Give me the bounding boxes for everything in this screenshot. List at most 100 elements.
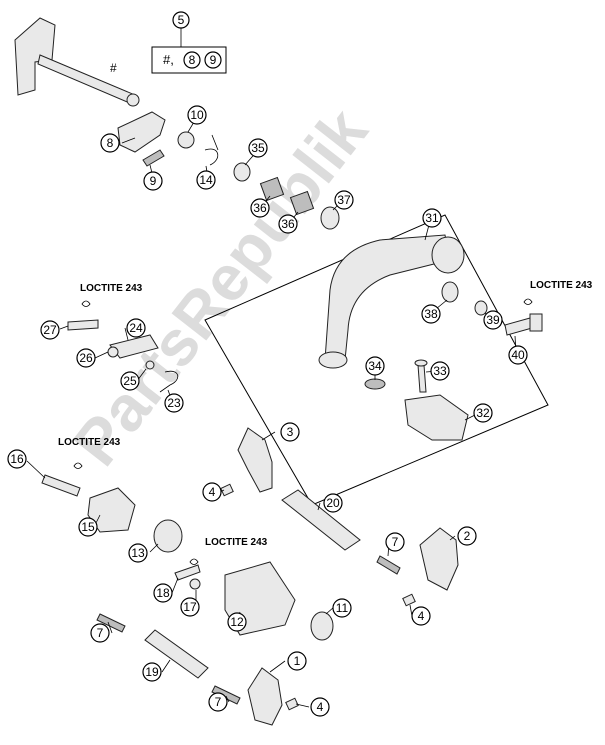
callout-10: 10: [187, 105, 207, 125]
shift-rail-19: [144, 629, 209, 679]
screw-27: [67, 319, 99, 331]
callout-40: 40: [508, 345, 528, 365]
callout-number: 35: [251, 141, 265, 155]
callout-27: 27: [40, 320, 60, 340]
callout-9: 9: [143, 171, 163, 191]
svg-text:LOCTITE 243: LOCTITE 243: [205, 537, 268, 548]
callout-18: 18: [153, 583, 173, 603]
roller-4-bottom: [285, 697, 299, 711]
callout-number: 32: [476, 406, 490, 420]
spring-9: [142, 149, 165, 167]
callout-number: 36: [281, 217, 295, 231]
callout-25: 25: [120, 371, 140, 391]
callout-number: 7: [97, 626, 104, 640]
loctite-note-middle-left: LOCTITE 243: [58, 437, 121, 469]
callout-number: 18: [156, 586, 170, 600]
callout-number: 10: [190, 108, 204, 122]
shift-fork-2: [419, 527, 459, 591]
callout-38: 38: [421, 304, 441, 324]
shift-rail-20: [281, 489, 361, 551]
callout-number: 27: [43, 323, 57, 337]
callout-number: 4: [317, 700, 324, 714]
callout-number: 15: [81, 520, 95, 534]
needle-bearing-36b: [289, 190, 315, 216]
callout-13: 13: [128, 543, 148, 563]
callout-33: 33: [430, 361, 450, 381]
shift-drum-locating-15: [87, 487, 136, 533]
roller-10: [177, 131, 195, 149]
shift-lever-pedal-base: [318, 351, 348, 369]
callout-23: 23: [164, 393, 184, 413]
pin-33: [417, 364, 427, 393]
callout-number: 16: [10, 452, 24, 466]
callout-number: 14: [199, 173, 213, 187]
bearing-13: [153, 519, 183, 553]
bolt-40: [504, 317, 533, 336]
spring-7-lower: [211, 685, 241, 705]
callout-number: 24: [129, 321, 143, 335]
callout-3: 3: [280, 422, 300, 442]
roller-4-top: [220, 483, 234, 497]
callout-8: 8: [100, 133, 120, 153]
return-spring-14: [204, 134, 219, 166]
callout-number: 25: [123, 374, 137, 388]
shaft-marker: #: [110, 61, 117, 75]
callout-number: 34: [368, 359, 382, 373]
pin-33-head: [414, 359, 428, 367]
washer-17: [189, 578, 201, 590]
svg-text:8: 8: [189, 53, 196, 67]
spring-7-middle: [376, 555, 401, 575]
callout-7: 7: [90, 623, 110, 643]
needle-bearing-36a: [259, 176, 285, 202]
callout-number: 19: [145, 665, 159, 679]
spring-7-upper-left: [96, 613, 126, 633]
callout-12: 12: [227, 612, 247, 632]
callout-35: 35: [248, 138, 268, 158]
callout-number: 3: [287, 425, 294, 439]
callout-34: 34: [365, 356, 385, 376]
callout-20: 20: [323, 493, 343, 513]
callout-number: 31: [425, 211, 439, 225]
callout-number: 26: [79, 351, 93, 365]
callout-2: 2: [457, 526, 477, 546]
callout-number: 8: [107, 136, 114, 150]
bolt-40-head: [529, 313, 543, 332]
svg-text:LOCTITE 243: LOCTITE 243: [530, 280, 593, 291]
svg-text:LOCTITE 243: LOCTITE 243: [58, 437, 121, 448]
loctite-note-upper-right: LOCTITE 243: [523, 280, 593, 305]
locking-plate-18: [174, 564, 201, 581]
callout-number: 20: [326, 496, 340, 510]
roller-4-middle: [402, 593, 416, 607]
callout-24: 24: [126, 318, 146, 338]
callout-number: 11: [336, 601, 349, 615]
shift-fork-3: [237, 427, 273, 493]
kit-contents-hash: #,: [163, 52, 174, 67]
callout-7: 7: [208, 692, 228, 712]
callout-number: 9: [150, 174, 157, 188]
callout-16: 16: [7, 449, 27, 469]
callout-4: 4: [310, 697, 330, 717]
callout-4: 4: [202, 482, 222, 502]
shift-lever-hub: [431, 236, 465, 274]
callout-number: 38: [424, 307, 438, 321]
washer-38: [441, 281, 459, 303]
shift-tip-32: [404, 394, 469, 441]
bushing-26: [107, 346, 119, 358]
callout-1: 1: [287, 651, 307, 671]
callout-number: 17: [183, 600, 197, 614]
callout-4: 4: [411, 606, 431, 626]
callout-number: 4: [209, 485, 216, 499]
shift-fork-1: [247, 667, 283, 726]
bearing-11: [310, 611, 334, 641]
callout-number: 39: [486, 313, 500, 327]
kit-callout-5: 5: [172, 11, 190, 29]
callout-number: 23: [167, 396, 181, 410]
kit-contents-8: 8: [183, 51, 201, 69]
loctite-note-lower: LOCTITE 243: [189, 537, 268, 565]
svg-text:9: 9: [210, 53, 217, 67]
callout-number: 7: [392, 535, 399, 549]
shift-shaft-end: [126, 93, 140, 107]
svg-text:5: 5: [178, 13, 185, 27]
spring-23: [159, 370, 179, 393]
shift-shaft-plate: [14, 17, 56, 96]
